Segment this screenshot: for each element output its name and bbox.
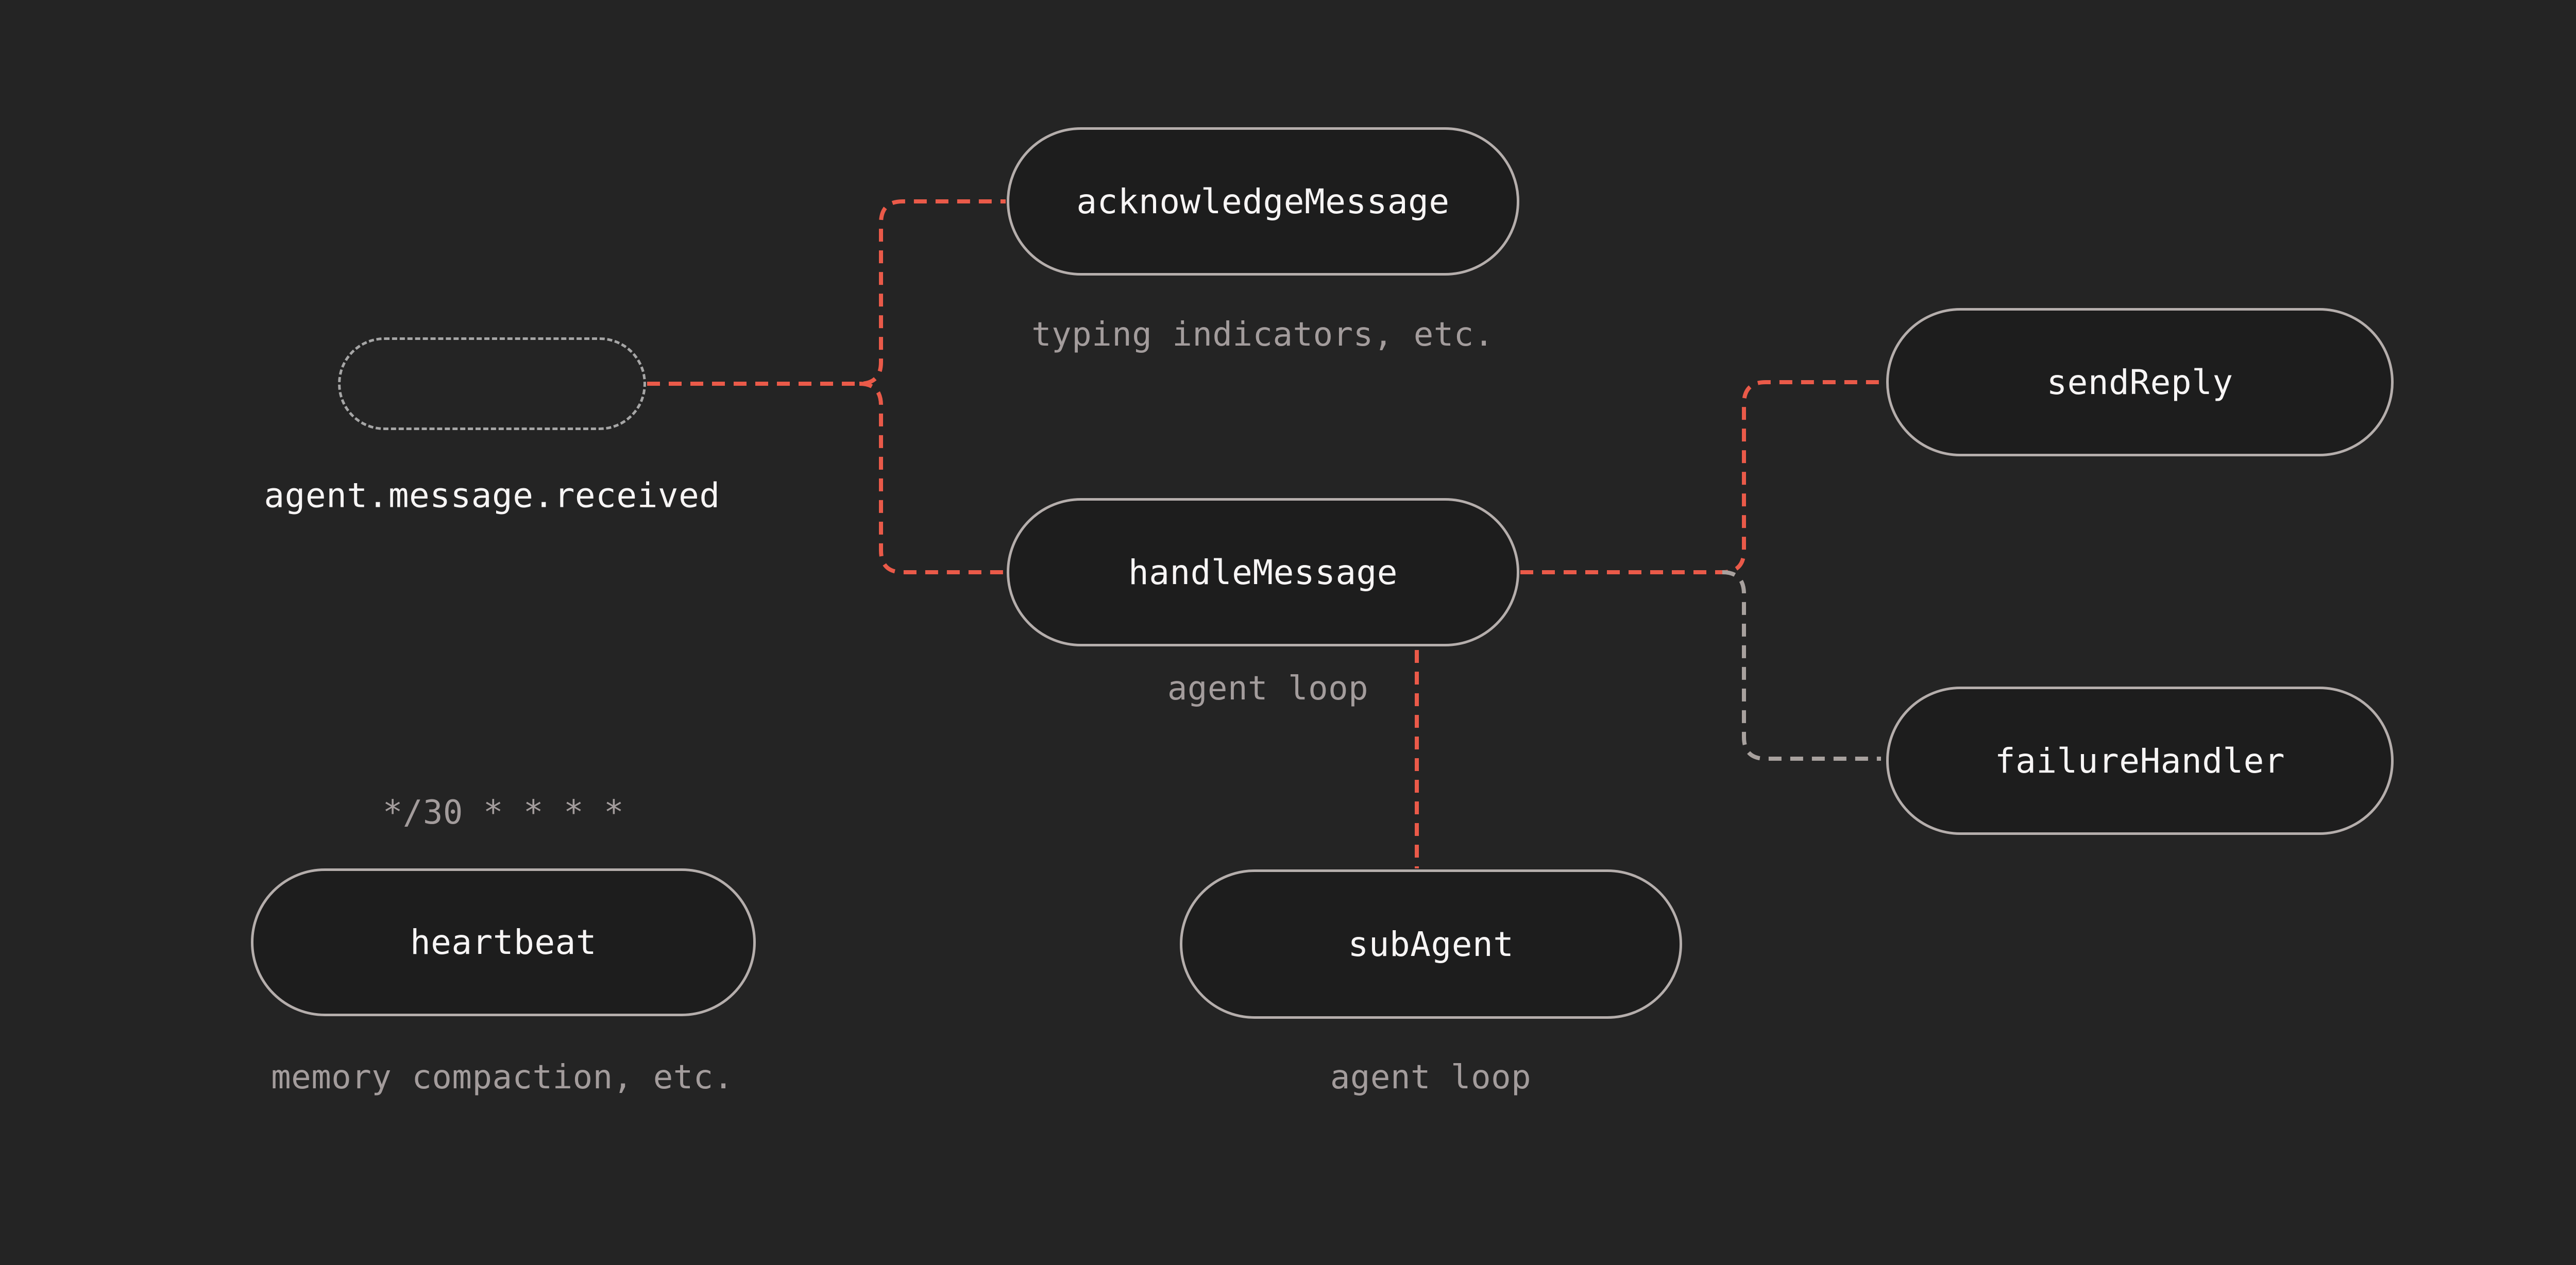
- node-acknowledge-message: acknowledgeMessage: [1007, 127, 1519, 276]
- annotation-acknowledge-message: typing indicators, etc.: [1031, 316, 1494, 354]
- node-sub-agent-label: subAgent: [1348, 924, 1514, 964]
- edge-handle-message-to-failure-handler: [1722, 570, 1881, 761]
- schedule-heartbeat: */30 * * * *: [382, 794, 624, 832]
- node-handle-message-label: handleMessage: [1128, 552, 1398, 592]
- edge-event-to-acknowledge-message: [647, 199, 1006, 386]
- event-trigger-label: agent.message.received: [264, 475, 720, 516]
- annotation-sub-agent: agent loop: [1330, 1058, 1532, 1097]
- edge-event-to-handle-message: [859, 382, 1006, 574]
- node-failure-handler: failureHandler: [1886, 687, 2394, 835]
- node-failure-handler-label: failureHandler: [1994, 741, 2285, 781]
- node-heartbeat-label: heartbeat: [410, 922, 597, 962]
- node-handle-message: handleMessage: [1007, 498, 1519, 646]
- node-event-trigger: [338, 337, 646, 430]
- node-send-reply: sendReply: [1886, 308, 2394, 456]
- annotation-handle-message: agent loop: [1167, 670, 1369, 708]
- edge-handle-message-to-send-reply: [1520, 380, 1885, 574]
- node-heartbeat: heartbeat: [251, 868, 756, 1016]
- node-sub-agent: subAgent: [1180, 869, 1682, 1019]
- node-acknowledge-message-label: acknowledgeMessage: [1076, 181, 1450, 221]
- node-send-reply-label: sendReply: [2046, 362, 2233, 402]
- annotation-heartbeat: memory compaction, etc.: [271, 1058, 734, 1097]
